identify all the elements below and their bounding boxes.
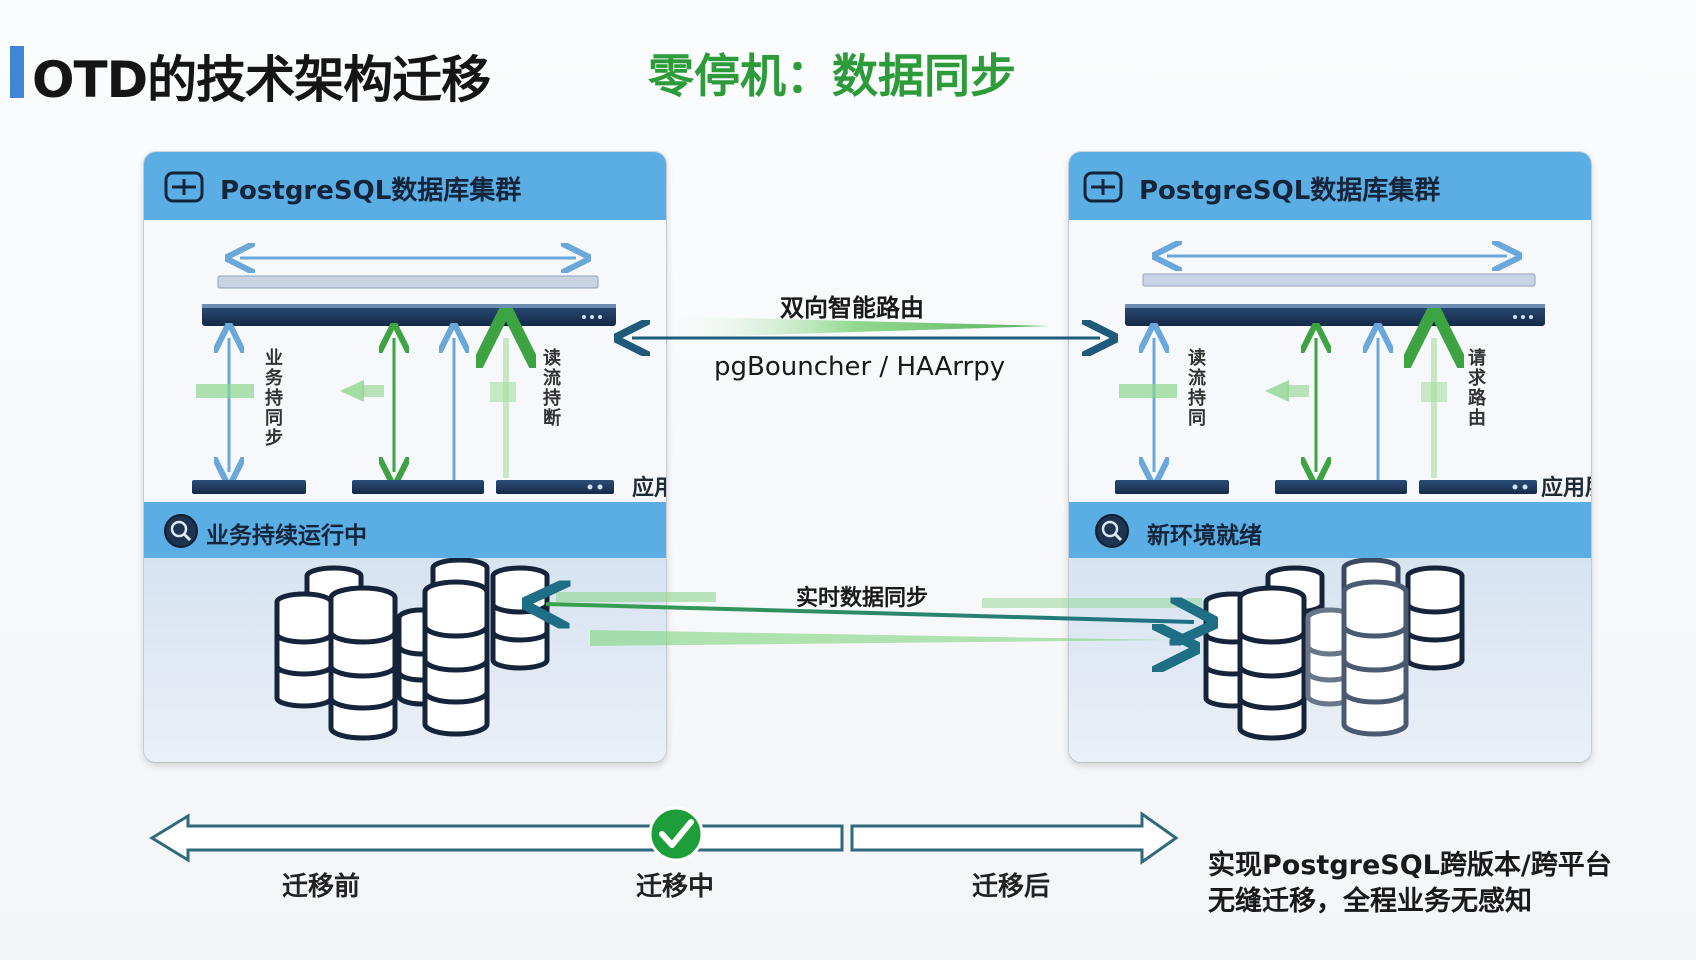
right-panel-header: PostgreSQL数据库集群: [1069, 152, 1591, 220]
left-cluster-panel: PostgreSQL数据库集群 业务持同步 读流持断 业务持: [144, 152, 666, 762]
left-app-layer-label: 应用层: [632, 476, 666, 501]
stage-before: 迁移前: [282, 872, 361, 902]
sync-arrows: [546, 592, 1202, 648]
right-server-stack: [1115, 220, 1545, 494]
left-vertical-label-b: 读流持断: [540, 348, 561, 428]
summary-line-1: 实现PostgreSQL跨版本/跨平台: [1208, 850, 1612, 881]
left-database-stack: [274, 557, 550, 741]
right-database-stack: [1203, 557, 1465, 741]
routing-arrow: [632, 316, 1100, 338]
routing-label: 双向智能路由: [780, 294, 924, 322]
left-vertical-label-a: 业务持同步: [262, 348, 283, 448]
left-panel-title: PostgreSQL数据库集群: [220, 176, 522, 206]
summary-line-2: 无缝迁移，全程业务无感知: [1208, 886, 1532, 917]
right-status-band: 新环境就绪: [1069, 502, 1591, 558]
summary-text: 实现PostgreSQL跨版本/跨平台 无缝迁移，全程业务无感知: [1208, 848, 1612, 920]
left-panel-header: PostgreSQL数据库集群: [144, 152, 666, 220]
sync-label: 实时数据同步: [796, 586, 929, 611]
page-title: OTD的技术架构迁移: [32, 51, 491, 109]
stage-during: 迁移中: [636, 872, 715, 902]
db-group: [1203, 557, 1465, 741]
sync-search-icon: [164, 514, 198, 548]
check-circle-icon: [648, 806, 704, 862]
database-cluster-icon: [1083, 171, 1123, 203]
right-app-layer-label: 应用层: [1541, 476, 1591, 501]
right-band-title: 新环境就绪: [1147, 523, 1262, 549]
sync-search-icon: [1095, 514, 1129, 548]
left-status-band: 业务持续运行中: [144, 502, 666, 558]
page-subtitle: 零停机：数据同步: [648, 49, 1016, 103]
right-vertical-label-b: 请求路由: [1465, 348, 1486, 428]
right-vertical-label-a: 读流持同: [1185, 348, 1206, 428]
stage-after: 迁移后: [972, 872, 1051, 902]
left-server-stack: [192, 220, 616, 494]
right-panel-title: PostgreSQL数据库集群: [1139, 176, 1441, 206]
database-cluster-icon: [164, 171, 204, 203]
db-group: [274, 557, 550, 741]
title-accent-bar: [10, 46, 24, 98]
left-band-title: 业务持续运行中: [206, 523, 367, 549]
proxy-label: pgBouncher / HAArrpy: [714, 352, 1006, 382]
